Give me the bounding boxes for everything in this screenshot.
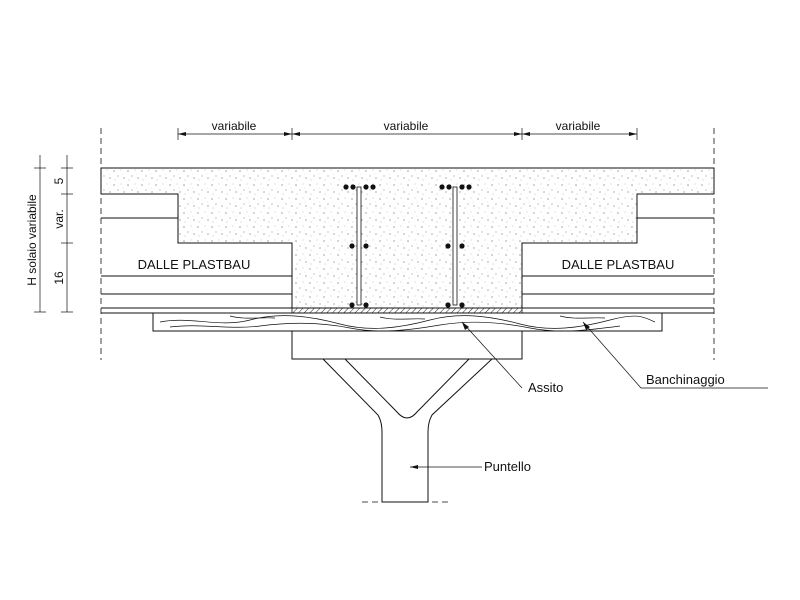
dimension-label-5: 5 [52, 177, 66, 184]
support-beam [291, 330, 523, 360]
dimension-label-16: 16 [52, 271, 66, 285]
dimension-label-center: variabile [384, 119, 429, 133]
callout-puntello [410, 465, 482, 469]
dimension-label-var: var. [52, 209, 66, 228]
rib-bottom-plate [291, 307, 523, 314]
rebar-cage-right [439, 184, 472, 308]
dimension-label-total-height: H solaio variabile [25, 194, 39, 286]
plastbau-label-left: DALLE PLASTBAU [138, 257, 251, 272]
dimension-label-left: variabile [212, 119, 257, 133]
plastbau-panel-left [101, 193, 292, 309]
callout-assito [461, 321, 523, 389]
callout-label-assito: Assito [528, 380, 563, 395]
rebar-cage-left [343, 184, 376, 308]
top-dimension-line [177, 128, 638, 140]
left-dimension-lines [34, 155, 73, 313]
callout-label-banchinaggio: Banchinaggio [646, 372, 725, 387]
concrete-slab [100, 167, 715, 309]
callout-label-puntello: Puntello [484, 459, 531, 474]
dimension-label-right: variabile [556, 119, 601, 133]
callout-banchinaggio [582, 321, 768, 389]
plastbau-panel-right [522, 193, 714, 309]
prop-head [321, 358, 494, 503]
plastbau-label-right: DALLE PLASTBAU [562, 257, 675, 272]
